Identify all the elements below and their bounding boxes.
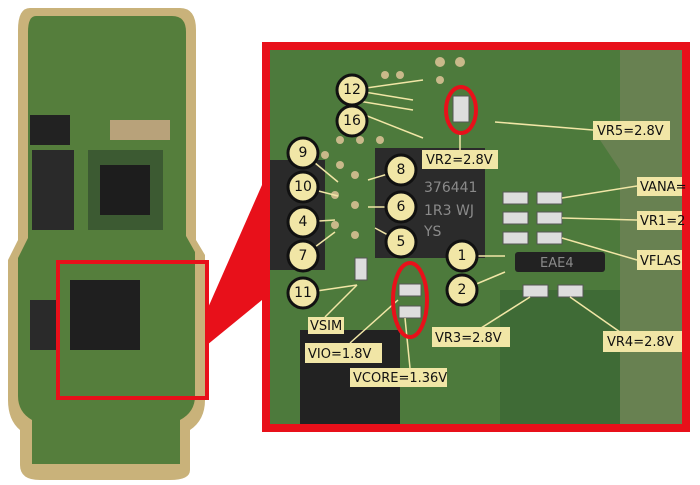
chip-marking-line-1: 376441: [424, 180, 477, 196]
svg-text:VR3=2.8V: VR3=2.8V: [435, 331, 502, 346]
pin-marker-2: 2: [445, 273, 479, 307]
chip-marking-line-2: 1R3 WJ: [424, 203, 474, 219]
pin-marker-6: 6: [384, 190, 418, 224]
label-vana: VANA=: [637, 177, 686, 196]
chip-markings: 376441 1R3 WJ YS EAE4: [423, 180, 574, 271]
svg-text:VR5=2.8V: VR5=2.8V: [597, 124, 664, 139]
label-vsim: VSIM: [308, 317, 344, 334]
pin-marker-11: 11: [286, 276, 320, 310]
label-vr4: VR4=2.8V: [603, 331, 682, 352]
label-vr2: VR2=2.8V: [422, 150, 498, 169]
pin-markers: 12 16 9 10 4 7 11 8 6 5 1 2: [286, 73, 479, 310]
svg-text:7: 7: [299, 248, 308, 264]
pin-marker-12: 12: [335, 73, 369, 107]
svg-text:VANA=: VANA=: [640, 180, 686, 195]
svg-text:11: 11: [294, 285, 312, 301]
svg-text:5: 5: [397, 234, 406, 250]
label-vcore: VCORE=1.36V: [350, 368, 447, 387]
svg-text:VR4=2.8V: VR4=2.8V: [607, 335, 674, 350]
svg-text:9: 9: [299, 145, 308, 161]
pin-marker-10: 10: [286, 170, 320, 204]
svg-text:10: 10: [294, 179, 312, 195]
svg-text:2: 2: [458, 282, 467, 298]
label-vr1: VR1=2: [637, 211, 685, 230]
svg-text:VR1=2: VR1=2: [640, 214, 685, 229]
svg-text:1: 1: [458, 248, 467, 264]
pin-marker-1: 1: [445, 239, 479, 273]
zoom-connector: [207, 185, 262, 345]
svg-text:8: 8: [397, 162, 406, 178]
label-vr5: VR5=2.8V: [593, 121, 670, 140]
svg-text:VSIM: VSIM: [310, 319, 342, 334]
svg-text:VFLAS: VFLAS: [640, 254, 681, 269]
svg-text:16: 16: [343, 113, 361, 129]
label-vr3: VR3=2.8V: [432, 327, 510, 347]
highlight-vr2: [444, 85, 478, 135]
svg-text:VCORE=1.36V: VCORE=1.36V: [353, 371, 447, 386]
label-vflash: VFLAS: [637, 250, 682, 270]
pin-marker-16: 16: [335, 104, 369, 138]
voltage-labels: VR5=2.8V VR2=2.8V VANA= VR1=2 VFLAS VSIM…: [305, 121, 686, 387]
pin-marker-8: 8: [384, 153, 418, 187]
board-thumbnail: [8, 8, 209, 480]
chip-marking-line-3: YS: [423, 224, 442, 240]
ic-marking: EAE4: [540, 256, 574, 271]
svg-text:4: 4: [299, 214, 308, 230]
pin-marker-7: 7: [286, 239, 320, 273]
highlight-vio-vcore: [391, 261, 429, 339]
pin-marker-4: 4: [286, 205, 320, 239]
svg-text:12: 12: [343, 82, 361, 98]
svg-text:VIO=1.8V: VIO=1.8V: [308, 347, 372, 362]
svg-text:6: 6: [397, 199, 406, 215]
label-vio: VIO=1.8V: [305, 343, 382, 363]
pin-marker-5: 5: [384, 225, 418, 259]
pin-marker-9: 9: [286, 136, 320, 170]
svg-text:VR2=2.8V: VR2=2.8V: [426, 153, 493, 168]
